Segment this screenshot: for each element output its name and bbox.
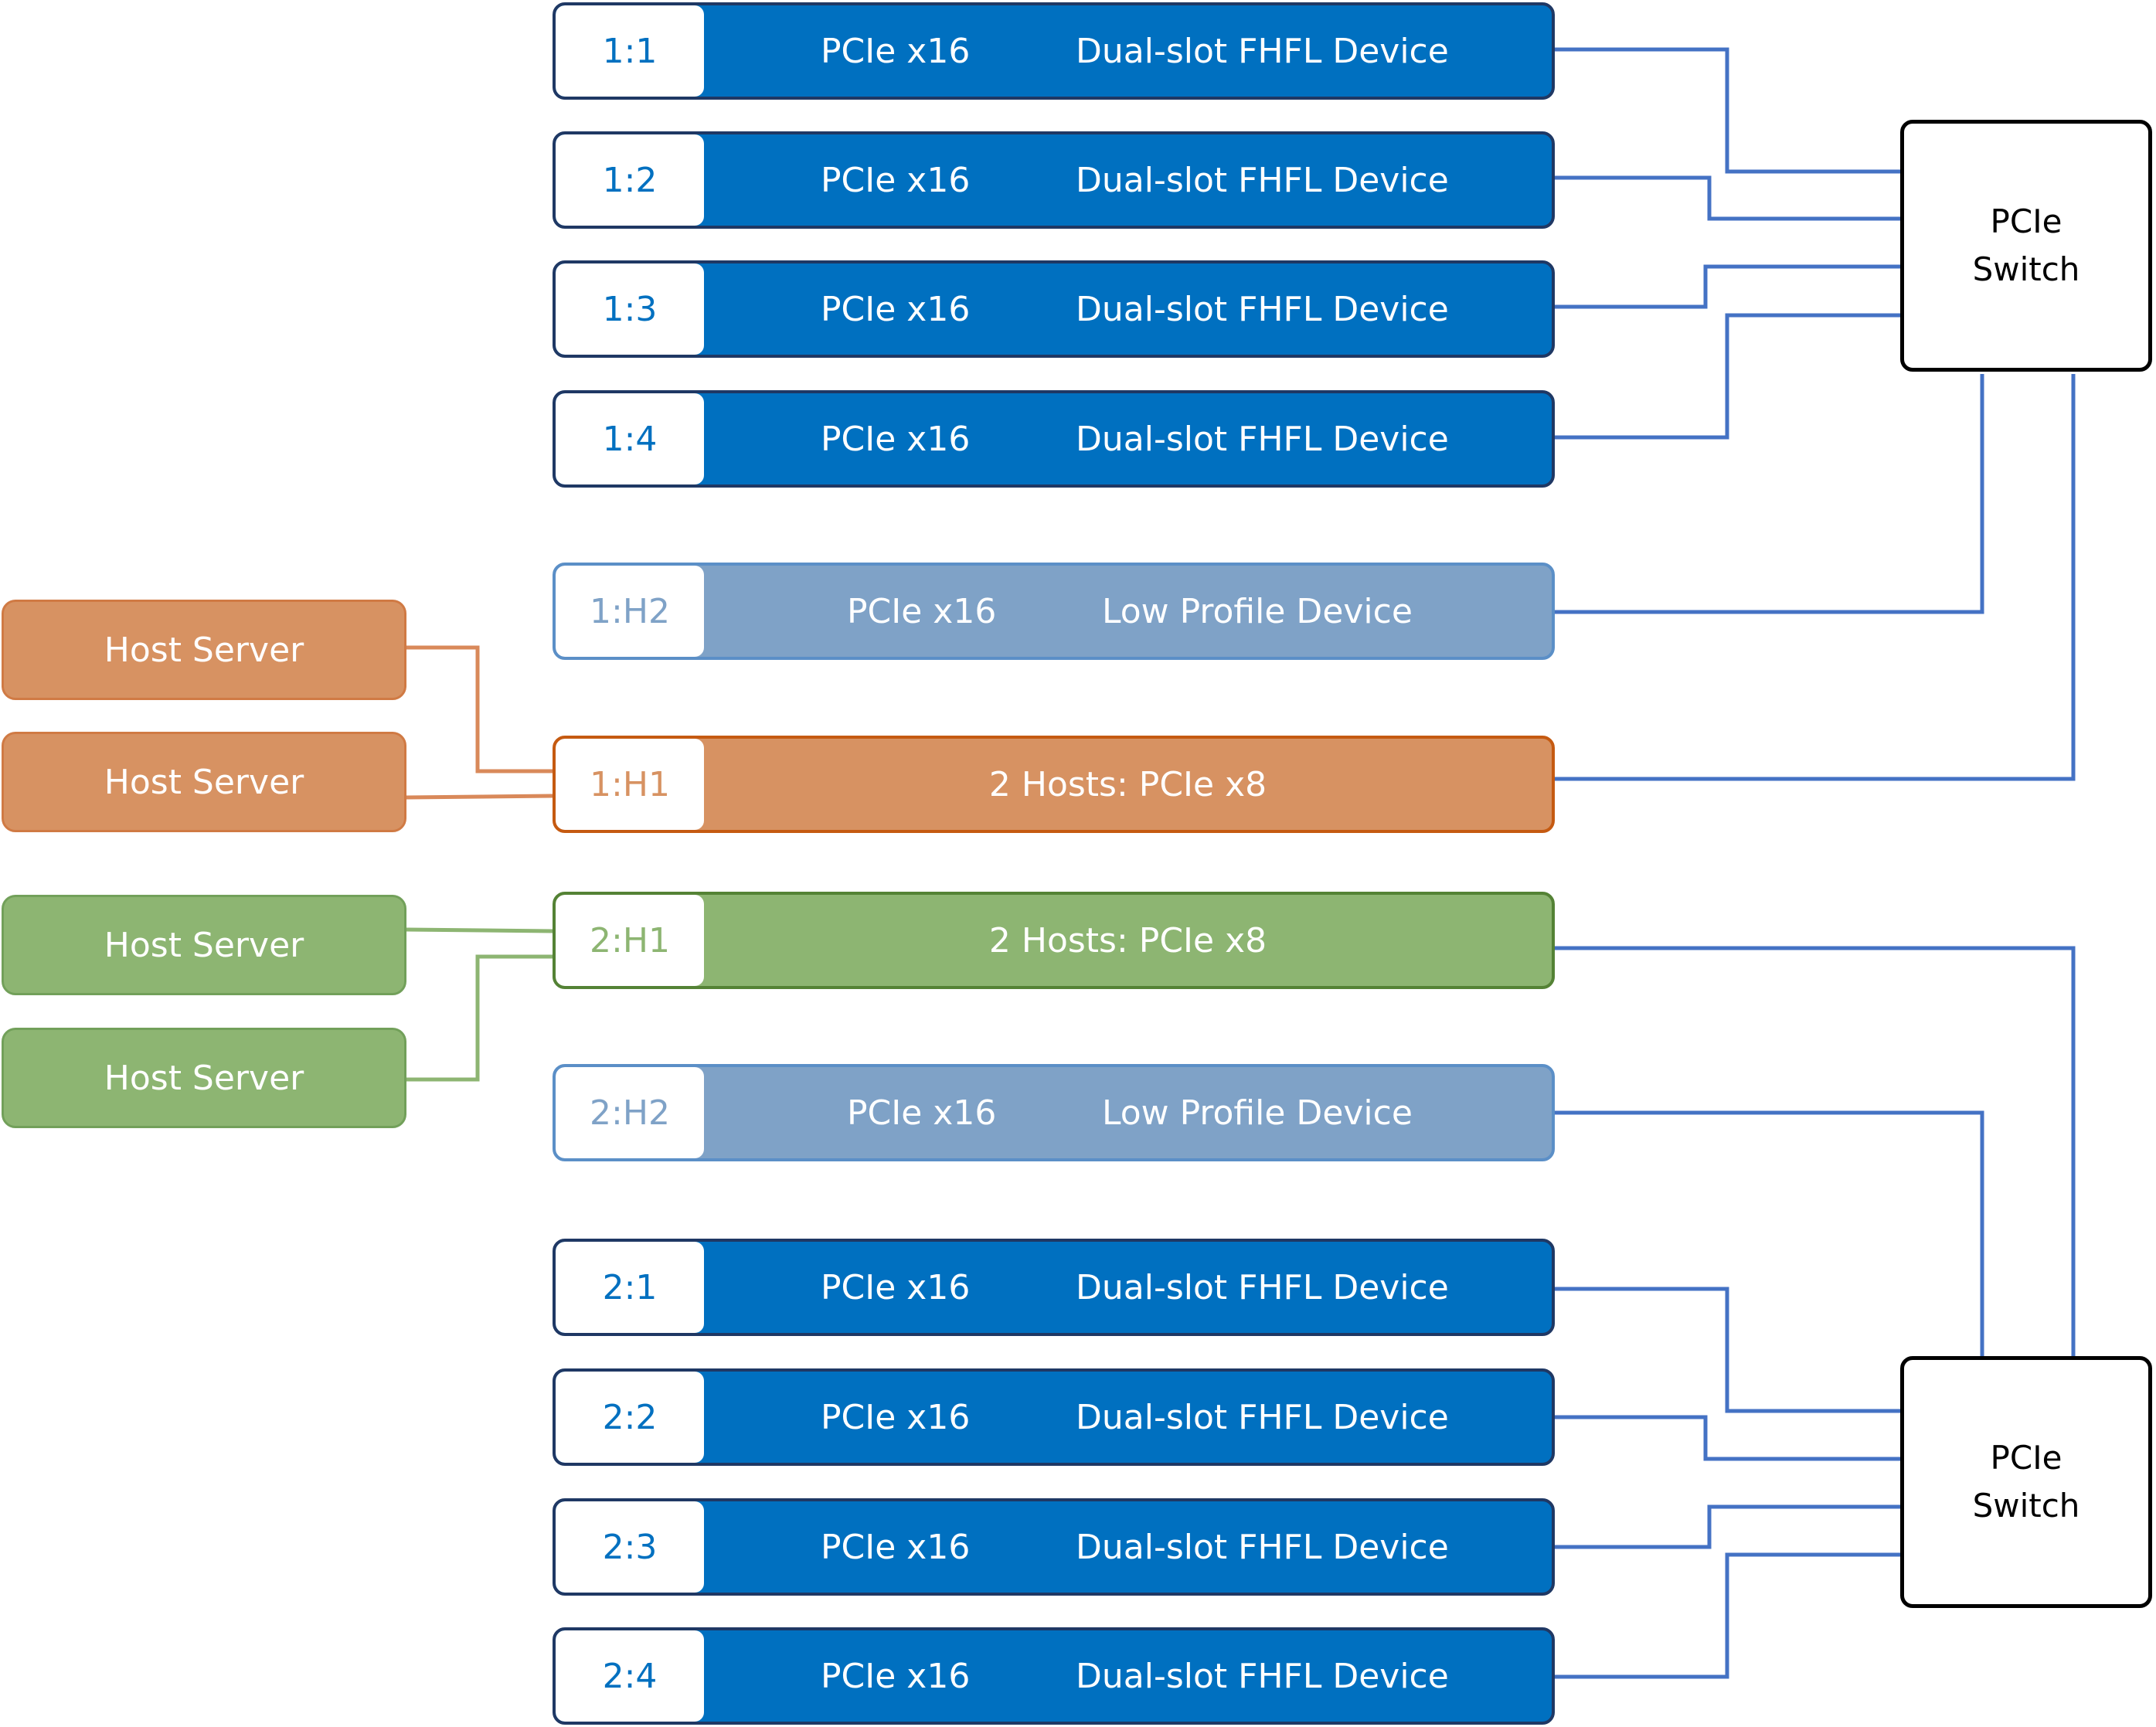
wire-2-4	[1555, 1552, 1900, 1679]
slot-id: 2:1	[556, 1242, 704, 1333]
slot-device: Dual-slot FHFL Device	[1076, 289, 1449, 329]
slot-bus: PCIe x16	[847, 1093, 997, 1133]
wire-1-h1	[1555, 374, 2076, 781]
slot-device: Dual-slot FHFL Device	[1076, 1397, 1449, 1437]
wire-green-server-1	[406, 927, 553, 933]
slot-device: Low Profile Device	[1102, 591, 1413, 631]
host-server-green-2: Host Server	[2, 1028, 406, 1128]
slot-2-1: 2:1 PCIe x16 Dual-slot FHFL Device	[553, 1239, 1555, 1336]
slot-id: 1:H1	[556, 739, 704, 830]
switch-label-line1: PCIe	[1990, 1439, 2062, 1477]
slot-bus: PCIe x16	[821, 1656, 971, 1696]
wire-green-server-2	[406, 954, 553, 1082]
slot-device: Dual-slot FHFL Device	[1076, 419, 1449, 459]
wire-2-h2	[1555, 1110, 1984, 1356]
slot-bus: PCIe x16	[821, 1267, 971, 1307]
slot-bus: PCIe x16	[821, 160, 971, 200]
slot-1-3: 1:3 PCIe x16 Dual-slot FHFL Device	[553, 260, 1555, 358]
slot-1-2: 1:2 PCIe x16 Dual-slot FHFL Device	[553, 131, 1555, 229]
slot-device: Dual-slot FHFL Device	[1076, 31, 1449, 71]
wire-2-3	[1555, 1504, 1900, 1549]
slot-bus: PCIe x16	[821, 419, 971, 459]
slot-id: 1:3	[556, 263, 704, 355]
slot-bus: PCIe x16	[821, 31, 971, 71]
slot-1-h1: 1:H1 2 Hosts: PCIe x8	[553, 736, 1555, 833]
wire-1-2	[1555, 175, 1900, 221]
slot-id: 2:2	[556, 1372, 704, 1463]
slot-device: Low Profile Device	[1102, 1093, 1413, 1133]
wire-orange-server-1	[406, 645, 553, 773]
slot-id: 1:1	[556, 5, 704, 97]
slot-bus: PCIe x16	[821, 1397, 971, 1437]
slot-2-h2: 2:H2 PCIe x16 Low Profile Device	[553, 1064, 1555, 1161]
switch-label-line1: PCIe	[1990, 202, 2062, 240]
slot-id: 2:3	[556, 1501, 704, 1593]
slot-device: Dual-slot FHFL Device	[1076, 1656, 1449, 1696]
slot-bus: PCIe x16	[847, 591, 997, 631]
slot-id: 2:4	[556, 1630, 704, 1722]
slot-device: Dual-slot FHFL Device	[1076, 1267, 1449, 1307]
slot-id: 1:H2	[556, 566, 704, 657]
switch-label-line2: Switch	[1972, 1487, 2080, 1525]
slot-1-4: 1:4 PCIe x16 Dual-slot FHFL Device	[553, 390, 1555, 488]
slot-host-label: 2 Hosts: PCIe x8	[988, 920, 1267, 960]
slot-host-label: 2 Hosts: PCIe x8	[988, 764, 1267, 804]
slot-id: 1:4	[556, 393, 704, 484]
host-server-orange-2: Host Server	[2, 732, 406, 832]
slot-device: Dual-slot FHFL Device	[1076, 160, 1449, 200]
wire-2-2	[1555, 1415, 1900, 1461]
slot-2-4: 2:4 PCIe x16 Dual-slot FHFL Device	[553, 1627, 1555, 1725]
pcie-switch-2: PCIe Switch	[1900, 1356, 2152, 1608]
slot-1-1: 1:1 PCIe x16 Dual-slot FHFL Device	[553, 2, 1555, 100]
wire-1-4	[1555, 313, 1900, 440]
wire-orange-server-2	[406, 794, 553, 800]
slot-1-h2: 1:H2 PCIe x16 Low Profile Device	[553, 563, 1555, 660]
slot-2-3: 2:3 PCIe x16 Dual-slot FHFL Device	[553, 1498, 1555, 1596]
wire-2-h1	[1555, 946, 2076, 1356]
pcie-switch-1: PCIe Switch	[1900, 120, 2152, 372]
slot-bus: PCIe x16	[821, 1527, 971, 1567]
switch-label-line2: Switch	[1972, 250, 2080, 288]
slot-bus: PCIe x16	[821, 289, 971, 329]
slot-id: 2:H1	[556, 895, 704, 986]
slot-2-h1: 2:H1 2 Hosts: PCIe x8	[553, 892, 1555, 989]
slot-id: 1:2	[556, 134, 704, 226]
wire-1-h2	[1555, 374, 1984, 614]
host-server-green-1: Host Server	[2, 895, 406, 995]
slot-device: Dual-slot FHFL Device	[1076, 1527, 1449, 1567]
slot-id: 2:H2	[556, 1067, 704, 1158]
wire-1-3	[1555, 264, 1900, 309]
slot-2-2: 2:2 PCIe x16 Dual-slot FHFL Device	[553, 1368, 1555, 1466]
wire-1-1	[1555, 47, 1900, 174]
host-server-orange-1: Host Server	[2, 600, 406, 700]
wire-2-1	[1555, 1287, 1900, 1413]
